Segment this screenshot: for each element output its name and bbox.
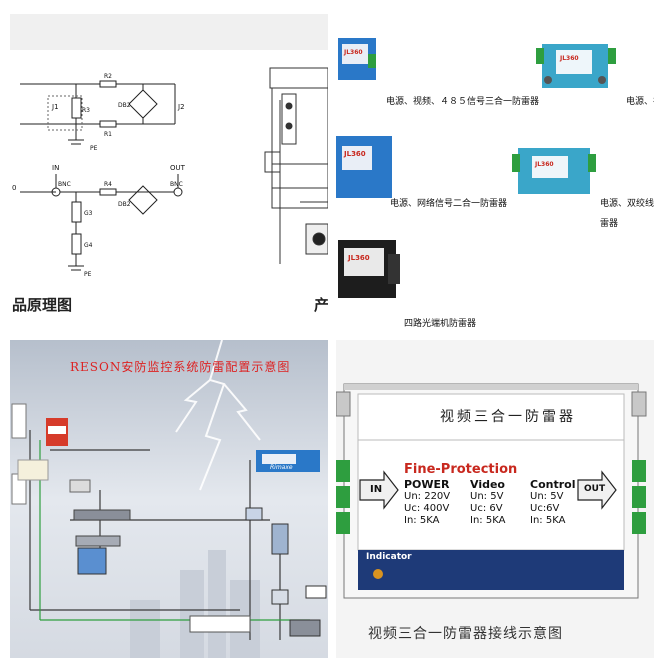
control-uc: Uc:6V <box>530 503 560 514</box>
diagram-title: RESON安防监控系统防雷配置示意图 <box>70 360 291 374</box>
system-config-diagram-tile: RESON安防监控系统防雷配置示意图 Rimaxe <box>10 340 328 658</box>
indicator-label: Indicator <box>366 552 412 562</box>
product-image-1: JL360 <box>338 32 378 84</box>
video-title: Video <box>470 478 505 491</box>
product-caption-6: 四路光端机防雷器 <box>404 319 477 329</box>
svg-text:BNC: BNC <box>170 181 183 188</box>
svg-text:J2: J2 <box>177 103 185 111</box>
in-label: IN <box>370 484 383 495</box>
svg-text:J1: J1 <box>51 103 59 111</box>
protector-header: 视频三合一防雷器 <box>440 409 576 425</box>
surge-protector-illustration <box>336 383 647 599</box>
svg-text:R3: R3 <box>82 107 90 114</box>
power-uc: Uc: 400V <box>404 503 450 514</box>
product-caption-4: 电源、双绞线 <box>600 199 654 209</box>
svg-text:JL360: JL360 <box>343 150 366 158</box>
config-diagram <box>10 340 328 658</box>
product-image-2: JL360 <box>536 36 616 96</box>
brand-label: Fine-Protection <box>404 462 518 477</box>
control-spec: Control Un: 5V Uc:6V In: 5KA <box>530 479 575 527</box>
out-label: OUT <box>584 484 606 494</box>
video-in: In: 5KA <box>470 515 506 526</box>
video-spec: Video Un: 5V Uc: 6V In: 5KA <box>470 479 505 527</box>
svg-text:OUT: OUT <box>170 164 186 172</box>
product-caption-2: 电源、视 <box>626 97 654 107</box>
svg-text:JL360: JL360 <box>343 49 363 56</box>
svg-text:PE: PE <box>84 271 92 278</box>
power-spec: POWER Un: 220V Uc: 400V In: 5KA <box>404 479 450 527</box>
svg-text:JL360: JL360 <box>347 254 370 262</box>
video-uc: Uc: 6V <box>470 503 503 514</box>
product-image-4: JL360 <box>512 142 596 202</box>
svg-text:R4: R4 <box>104 181 112 188</box>
schematic-heading: 品原理图 <box>12 296 73 314</box>
svg-text:R1: R1 <box>104 131 112 138</box>
circuit-schematic: J1 J2 R2 R1 R3 DB2 PE IN OUT BNC BNC R4 … <box>10 14 328 332</box>
svg-text:IN: IN <box>52 164 59 172</box>
product-catalog-tile: JL360 电源、视频、４８５信号三合一防雷器 JL360 电源、视 JL360… <box>336 14 654 332</box>
product-caption-5: 雷器 <box>600 219 619 229</box>
control-in: In: 5KA <box>530 515 566 526</box>
surge-protector-tile: 视频三合一防雷器 IN OUT Fine-Protection POWER Un… <box>336 340 654 658</box>
svg-text:BNC: BNC <box>58 181 71 188</box>
device-brand-label: Rimaxe <box>270 464 293 471</box>
svg-text:G3: G3 <box>84 210 93 217</box>
svg-text:0: 0 <box>12 184 16 192</box>
protector-caption: 视频三合一防雷器接线示意图 <box>368 626 563 642</box>
power-title: POWER <box>404 478 450 491</box>
power-in: In: 5KA <box>404 515 440 526</box>
svg-text:G4: G4 <box>84 242 93 249</box>
control-title: Control <box>530 478 576 491</box>
svg-text:PE: PE <box>90 145 98 152</box>
svg-text:DB2: DB2 <box>118 201 131 208</box>
svg-text:R2: R2 <box>104 73 112 80</box>
product-caption-1: 电源、视频、４８５信号三合一防雷器 <box>386 97 540 107</box>
product-image-6: JL360 <box>336 234 406 304</box>
svg-text:JL360: JL360 <box>559 55 579 62</box>
svg-text:JL360: JL360 <box>534 161 554 168</box>
control-un: Un: 5V <box>530 491 564 502</box>
product-heading-fragment: 产 <box>314 296 328 314</box>
product-caption-3: 电源、网络信号二合一防雷器 <box>390 199 508 209</box>
circuit-schematic-tile: J1 J2 R2 R1 R3 DB2 PE IN OUT BNC BNC R4 … <box>10 14 328 332</box>
svg-text:DB2: DB2 <box>118 102 131 109</box>
power-un: Un: 220V <box>404 491 451 502</box>
product-image-3: JL360 <box>336 132 396 202</box>
video-un: Un: 5V <box>470 491 504 502</box>
